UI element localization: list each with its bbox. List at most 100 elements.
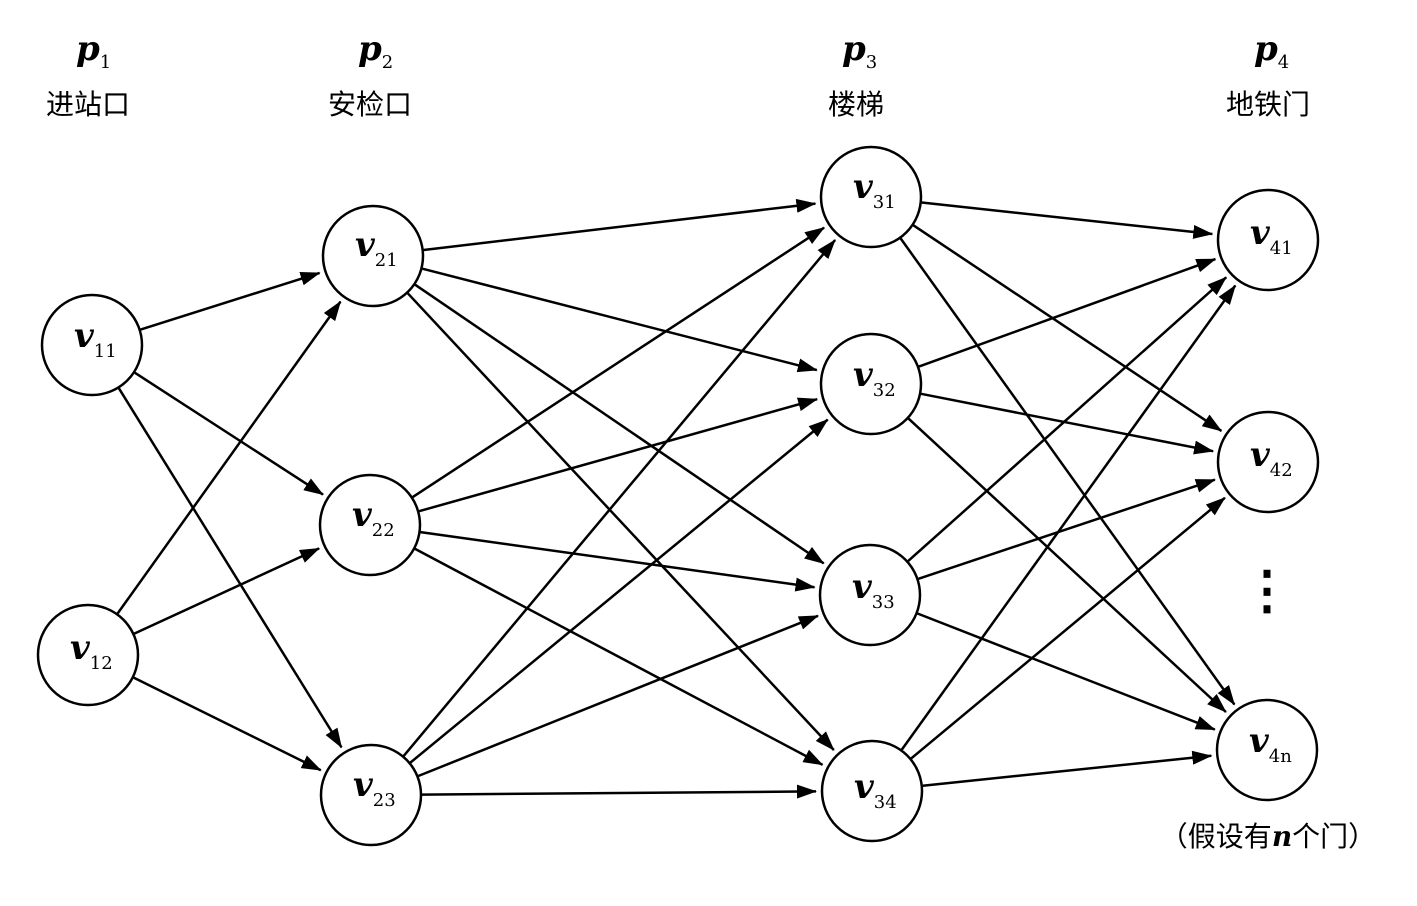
edge-v31-v41 <box>921 201 1214 239</box>
node-circle <box>820 739 924 843</box>
edge-v12-v21 <box>116 300 342 615</box>
node-sub: 33 <box>872 592 895 613</box>
edge-v21-v31 <box>423 198 817 252</box>
edge-v22-v34 <box>414 547 824 766</box>
stage-label-train-doors: 地铁门 <box>1226 88 1310 121</box>
edge-v22-v32 <box>418 397 819 513</box>
node-circle <box>1216 410 1320 514</box>
node-circle <box>819 145 923 249</box>
stage-var: p <box>842 29 866 69</box>
node-sub: 11 <box>94 341 117 362</box>
node-sub: 22 <box>372 520 395 541</box>
svg-text:v42: v42 <box>1250 435 1293 481</box>
stage-sub: 1 <box>100 52 111 73</box>
node-circle <box>36 603 140 707</box>
node-var: v <box>853 355 874 395</box>
footnote: （假设有n个门） <box>1160 820 1376 853</box>
svg-text:p3: p3 <box>842 29 877 73</box>
edge-v21-v32 <box>422 267 818 373</box>
stage-header-p1: p1 进站口 <box>46 29 130 121</box>
edge-v34-v41 <box>900 284 1237 751</box>
node-v33: v33 <box>818 543 922 647</box>
node-var: v <box>1250 435 1271 475</box>
node-sub: 12 <box>90 653 113 674</box>
svg-text:p2: p2 <box>358 29 393 73</box>
node-v22: v22 <box>318 473 422 577</box>
svg-text:v21: v21 <box>355 225 398 271</box>
node-sub: 41 <box>1270 238 1293 259</box>
node-sub: 42 <box>1270 460 1293 481</box>
edge-v12-v22 <box>133 547 321 635</box>
node-circle <box>818 543 922 647</box>
edge-v32-v41 <box>918 257 1217 368</box>
node-v42: v42 <box>1216 410 1320 514</box>
edge-v12-v23 <box>133 676 322 772</box>
node-circle <box>40 293 144 397</box>
svg-text:v4n: v4n <box>1249 721 1292 767</box>
svg-text:v23: v23 <box>353 765 396 811</box>
edge-v22-v31 <box>412 226 825 499</box>
edge-v33-v41 <box>907 276 1228 563</box>
node-v12: v12 <box>36 603 140 707</box>
node-var: v <box>854 767 875 807</box>
stage-var: p <box>76 29 100 69</box>
edge-v31-v42 <box>912 224 1223 432</box>
node-v21: v21 <box>321 204 425 308</box>
edge-v22-v33 <box>420 530 816 592</box>
edges <box>116 198 1237 799</box>
footnote-var: n <box>1272 820 1292 853</box>
nodes: v11 v12 v21 v22 v23 v31 v32 v33 <box>36 145 1320 847</box>
edge-v21-v33 <box>414 283 825 565</box>
node-v4n: v4n <box>1215 698 1319 802</box>
stage-header-p4: p4 地铁门 <box>1226 29 1310 121</box>
node-circle <box>1216 188 1320 292</box>
node-circle <box>319 743 423 847</box>
edge-v33-v4n <box>917 612 1216 731</box>
svg-text:v31: v31 <box>853 167 896 213</box>
node-var: v <box>853 167 874 207</box>
svg-text:v22: v22 <box>352 495 395 541</box>
node-sub: 31 <box>873 192 896 213</box>
ellipsis-vertical: ⋮ <box>1241 560 1293 621</box>
edge-v23-v34 <box>421 784 817 799</box>
node-v34: v34 <box>820 739 924 843</box>
edge-v33-v42 <box>918 478 1216 580</box>
edge-v23-v31 <box>402 239 837 757</box>
edge-v23-v33 <box>417 614 819 778</box>
stage-label-security: 安检口 <box>328 88 412 121</box>
svg-text:v11: v11 <box>74 316 117 362</box>
svg-text:v33: v33 <box>852 567 895 613</box>
edge-v34-v4n <box>922 750 1213 787</box>
node-sub: 4n <box>1269 746 1292 767</box>
stage-sub: 3 <box>866 52 877 73</box>
stage-sub: 2 <box>382 52 393 73</box>
node-var: v <box>1250 213 1271 253</box>
edge-v31-v4n <box>899 237 1236 706</box>
edge-v11-v21 <box>140 271 321 331</box>
node-v11: v11 <box>40 293 144 397</box>
node-sub: 23 <box>373 790 396 811</box>
stage-header-p2: p2 安检口 <box>328 29 412 121</box>
edge-v32-v4n <box>907 417 1227 713</box>
svg-text:p1: p1 <box>76 29 111 73</box>
node-v31: v31 <box>819 145 923 249</box>
node-var: v <box>852 567 873 607</box>
svg-text:v34: v34 <box>854 767 897 813</box>
node-sub: 21 <box>375 250 398 271</box>
edge-v21-v34 <box>406 292 835 751</box>
node-circle <box>321 204 425 308</box>
svg-text:v41: v41 <box>1250 213 1293 259</box>
node-var: v <box>70 628 91 668</box>
node-var: v <box>74 316 95 356</box>
node-sub: 34 <box>874 792 897 813</box>
stage-label-entrance: 进站口 <box>46 88 130 121</box>
node-sub: 32 <box>873 380 896 401</box>
stage-var: p <box>358 29 382 69</box>
stage-label-stairs: 楼梯 <box>828 88 884 121</box>
edge-v11-v23 <box>117 387 343 749</box>
svg-text:v32: v32 <box>853 355 896 401</box>
edge-v11-v22 <box>134 371 324 496</box>
edge-v32-v42 <box>920 392 1215 455</box>
node-var: v <box>355 225 376 265</box>
